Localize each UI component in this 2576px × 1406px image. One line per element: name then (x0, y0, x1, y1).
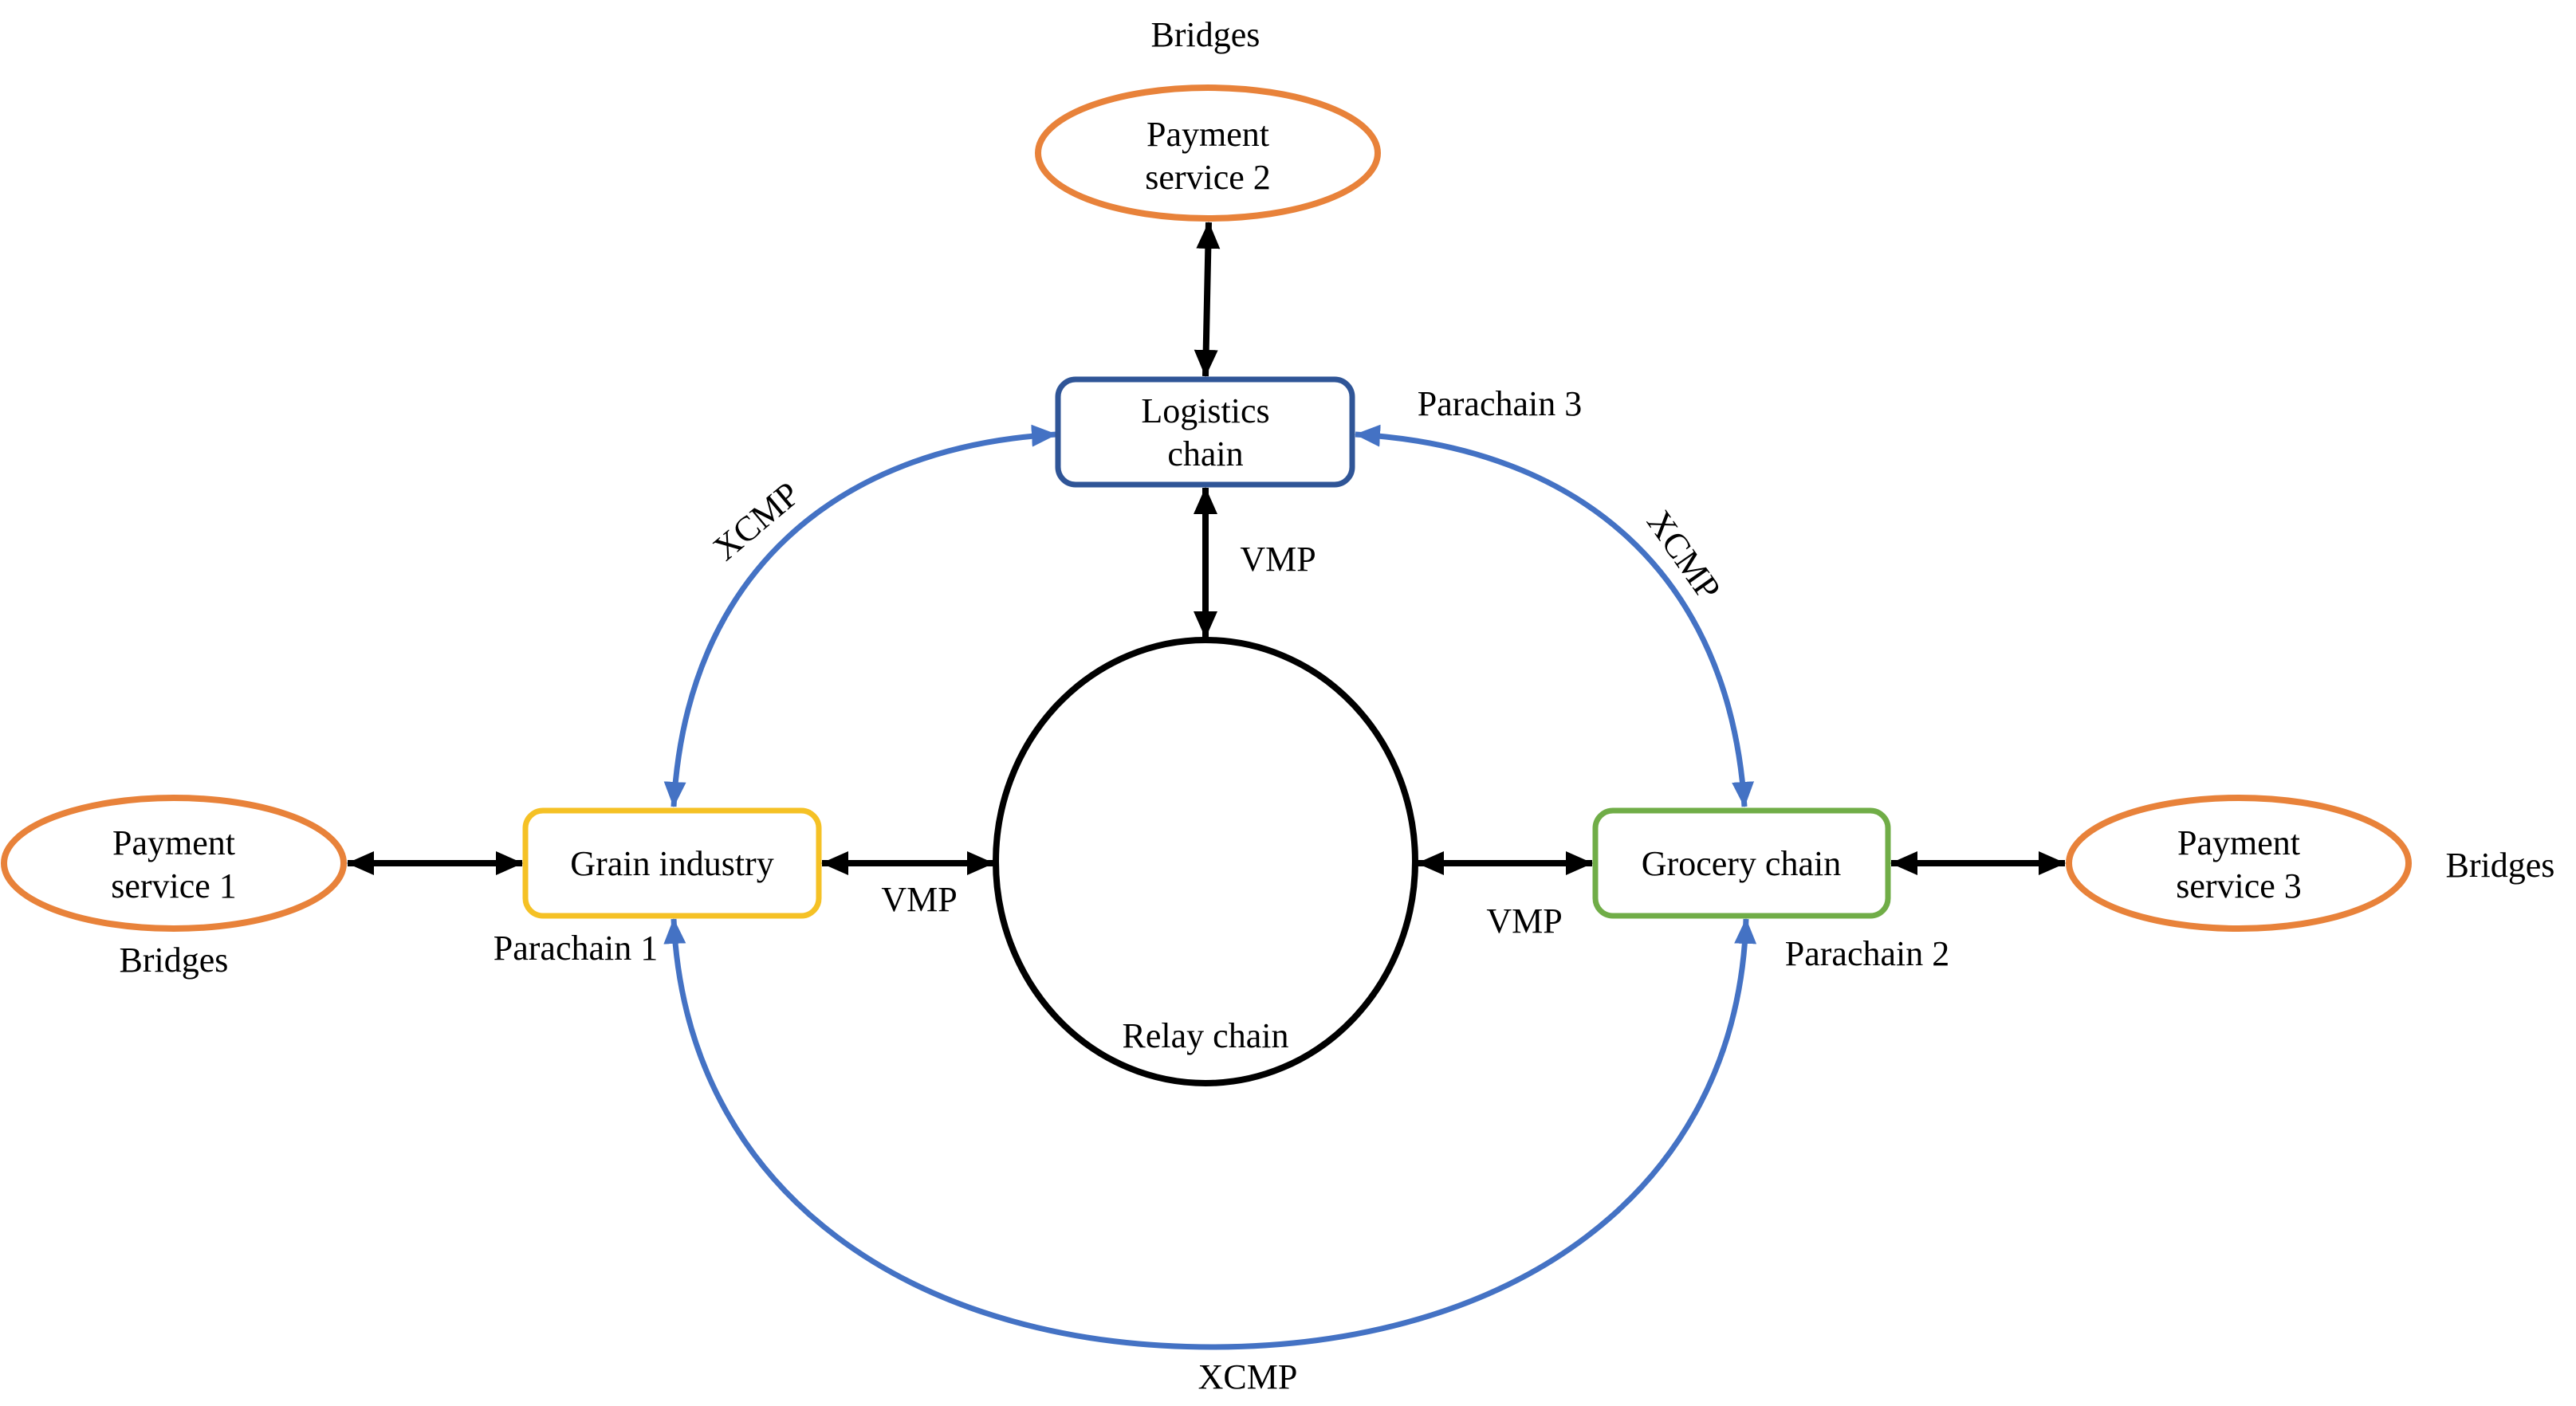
payment-service-3-line2: service 3 (2176, 866, 2302, 905)
parachain-2-label: Parachain 2 (1785, 934, 1949, 973)
payment-service-2-line2: service 2 (1145, 158, 1271, 197)
relay-chain-node[interactable]: Relay chain (993, 637, 1418, 1086)
parachain-1-label: Parachain 1 (494, 929, 658, 968)
logistics-chain-line1: Logistics (1141, 391, 1269, 430)
bridges-label-right: Bridges (2446, 846, 2555, 885)
payment-service-3-node[interactable]: Payment service 3 (2066, 795, 2412, 932)
grain-industry-label: Grain industry (570, 844, 773, 883)
payment-service-1-line1: Payment (112, 823, 235, 862)
bridges-label-left: Bridges (120, 941, 229, 980)
bridge-arrow-ps2-logistics (1194, 222, 1221, 377)
grocery-chain-node[interactable]: Grocery chain (1592, 807, 1891, 919)
payment-service-2-line1: Payment (1146, 115, 1269, 154)
payment-service-3-line1: Payment (2177, 823, 2300, 862)
logistics-chain-node[interactable]: Logistics chain (1055, 376, 1355, 488)
grocery-chain-label: Grocery chain (1642, 844, 1841, 883)
xcmp-arrow-logistics-grocery (1355, 424, 1755, 807)
payment-service-1-node[interactable]: Payment service 1 (1, 795, 347, 932)
xcmp-label-bottom: XCMP (1198, 1357, 1298, 1396)
xcmp-arrow-grain-grocery (663, 918, 1757, 1350)
xcmp-label-top-right: XCMP (1639, 504, 1728, 607)
parachain-3-label: Parachain 3 (1418, 384, 1582, 423)
xcmp-label-top-left: XCMP (706, 474, 807, 568)
payment-service-1-line2: service 1 (111, 866, 237, 905)
payment-service-2-node[interactable]: Payment service 2 (1035, 84, 1381, 222)
vmp-label-left: VMP (881, 880, 957, 919)
xcmp-arrow-grain-logistics (663, 424, 1057, 807)
bridges-label-top: Bridges (1151, 15, 1260, 54)
vmp-label-right: VMP (1486, 901, 1562, 941)
grain-industry-node[interactable]: Grain industry (522, 807, 822, 919)
vmp-label-top: VMP (1240, 540, 1316, 579)
logistics-chain-line2: chain (1167, 434, 1243, 473)
relay-chain-label: Relay chain (1123, 1016, 1289, 1055)
